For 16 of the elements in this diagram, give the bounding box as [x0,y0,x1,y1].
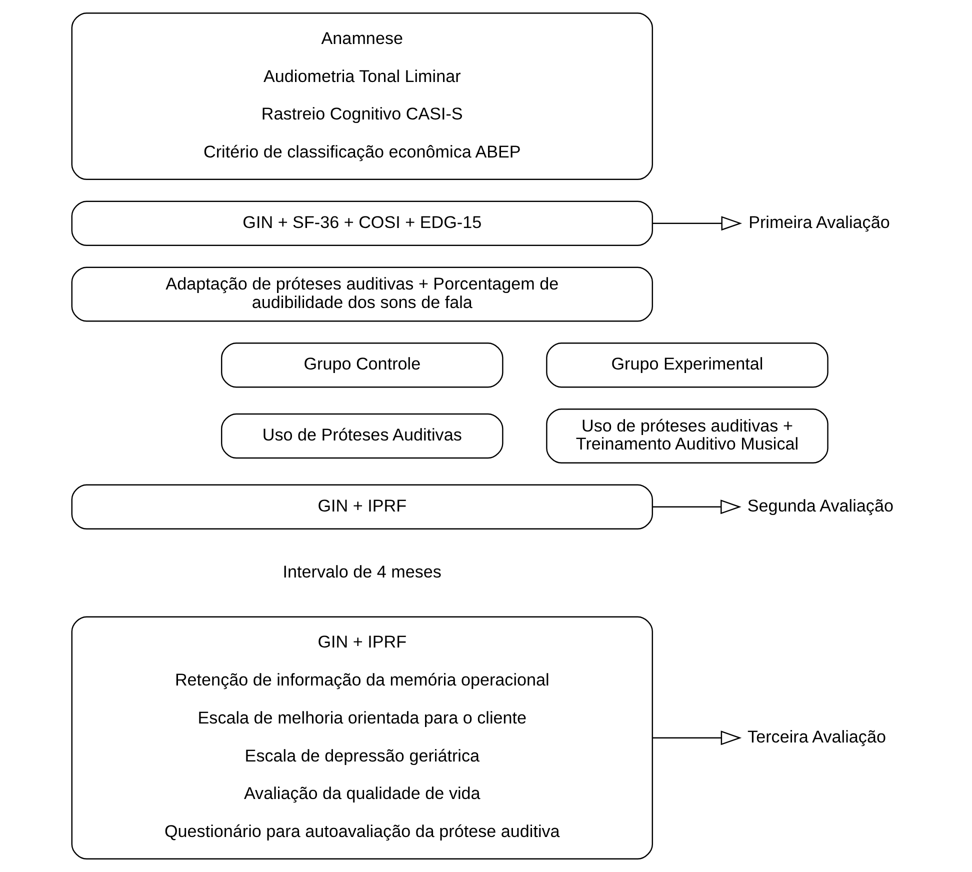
label: Intervalo de 4 meses [282,562,441,582]
node-box: GIN + SF-36 + COSI + EDG-15 [70,200,653,246]
node-box: Anamnese Audiometria Tonal Liminar Rastreio Cognitivo CASI-S Critério de classificação econômica ABEP [70,12,653,180]
arrow [652,500,741,514]
node-box: Uso de Próteses Auditivas [220,413,503,459]
node-box: GIN + IPRF [70,484,653,530]
node-box: GIN + IPRF Retenção de informação da memória operacional Escala de melhoria orientada para o cliente Escala de depressão geriátrica Avaliação da qualidade de vida Questionário para autoavaliação da prótese auditiva [70,616,653,860]
node-box: Grupo Controle [220,342,503,388]
node-text: Segunda Avaliação [746,496,893,516]
node-box: Grupo Experimental [546,342,828,388]
node-box: Adaptação de próteses auditivas + Porcentagem de audibilidade dos sons de fala [70,266,653,322]
arrow [652,216,742,231]
node-box: Uso de próteses auditivas + Treinamento Auditivo Musical [546,408,828,464]
node-text: Terceira Avaliação [747,727,886,746]
node-text: Primeira Avaliação [748,212,890,232]
arrow [652,730,742,746]
